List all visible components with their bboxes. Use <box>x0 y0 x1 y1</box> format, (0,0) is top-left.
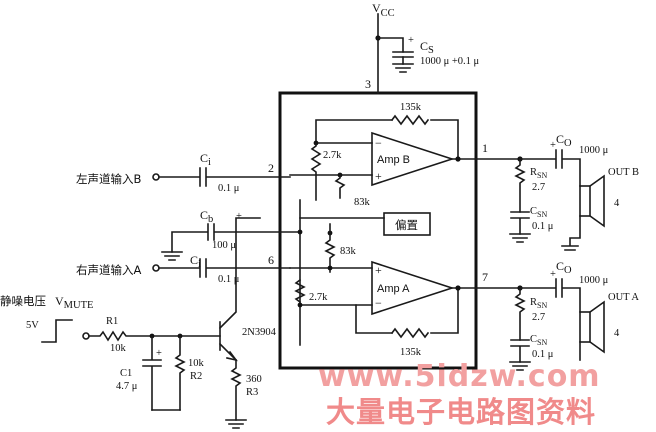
svg-text:83k: 83k <box>340 246 357 257</box>
svg-text:C1: C1 <box>120 368 132 379</box>
svg-text:1000 μ +0.1 μ: 1000 μ +0.1 μ <box>420 56 480 67</box>
cs-label: CS 1000 μ +0.1 μ <box>420 39 480 67</box>
amp-a: Amp A + − 83k 2.7k 135k <box>289 223 521 358</box>
svg-text:+: + <box>156 348 162 359</box>
left-input-label: 左声道输入B <box>76 172 141 186</box>
svg-text:R2: R2 <box>190 371 202 382</box>
svg-text:10k: 10k <box>110 343 127 354</box>
amp-b: Amp B − + 135k 2.7k 83k <box>289 102 521 208</box>
svg-text:+: + <box>375 169 382 183</box>
mute-circuit: 静噪电压 VMUTE 5V R1 10k + C1 4.7 μ 10k R2 2… <box>0 217 277 429</box>
svg-text:CSN: CSN <box>530 206 547 219</box>
output-b: 1 + CO 1000 μ RSN 2.7 CSN 0.1 μ OUT B 4 <box>482 132 639 251</box>
svg-text:100 μ: 100 μ <box>212 240 236 251</box>
pin-1-label: 1 <box>482 141 488 155</box>
svg-text:135k: 135k <box>400 347 422 358</box>
input-right-channel: 右声道输入A Ci 0.1 μ 6 <box>76 253 291 285</box>
svg-text:+: + <box>236 211 242 222</box>
svg-text:1000 μ: 1000 μ <box>579 275 609 286</box>
svg-text:VMUTE: VMUTE <box>55 294 93 311</box>
svg-text:CSN: CSN <box>530 334 547 347</box>
svg-text:0.1 μ: 0.1 μ <box>218 274 240 285</box>
svg-text:4: 4 <box>614 198 620 209</box>
svg-text:1000 μ: 1000 μ <box>579 145 609 156</box>
vcc-supply: VCC + 3 <box>365 1 414 94</box>
svg-text:2.7: 2.7 <box>532 312 545 323</box>
svg-text:Ci: Ci <box>190 253 201 270</box>
svg-text:135k: 135k <box>400 102 422 113</box>
svg-text:−: − <box>375 296 382 310</box>
svg-text:CO: CO <box>556 259 572 276</box>
svg-text:0.1 μ: 0.1 μ <box>532 221 554 232</box>
svg-text:2N3904: 2N3904 <box>242 327 277 338</box>
pin-2-label: 2 <box>268 161 274 175</box>
svg-text:4: 4 <box>614 328 620 339</box>
output-a: 7 + CO 1000 μ RSN 2.7 CSN 0.1 μ OUT A 4 <box>482 259 639 371</box>
svg-text:VCC: VCC <box>372 1 395 19</box>
svg-text:10k: 10k <box>188 358 205 369</box>
svg-text:+: + <box>375 263 382 277</box>
svg-text:OUT B: OUT B <box>608 167 639 178</box>
svg-text:CS: CS <box>420 39 434 56</box>
svg-text:RSN: RSN <box>530 167 547 180</box>
svg-text:CO: CO <box>556 132 572 149</box>
svg-text:RSN: RSN <box>530 297 547 310</box>
svg-text:83k: 83k <box>354 197 371 208</box>
right-input-label: 右声道输入A <box>76 263 141 277</box>
pin-7-label: 7 <box>482 270 488 284</box>
svg-text:0.1 μ: 0.1 μ <box>532 349 554 360</box>
svg-text:偏置: 偏置 <box>395 218 418 232</box>
pin-3-label: 3 <box>365 77 371 91</box>
svg-text:+: + <box>550 269 556 280</box>
svg-text:静噪电压: 静噪电压 <box>0 294 46 308</box>
svg-text:R3: R3 <box>246 387 258 398</box>
watermark-title: 大量电子电路图资料 <box>326 395 596 429</box>
svg-text:+: + <box>550 140 556 151</box>
pin-6-label: 6 <box>268 253 274 267</box>
watermark-site: www.5idzw.com <box>318 359 601 394</box>
svg-text:OUT A: OUT A <box>608 292 639 303</box>
svg-text:Amp B: Amp B <box>377 154 410 166</box>
svg-text:360: 360 <box>246 374 262 385</box>
input-left-channel: 左声道输入B Ci 0.1 μ 2 <box>76 151 291 194</box>
svg-text:2.7k: 2.7k <box>323 150 342 161</box>
svg-text:5V: 5V <box>26 320 39 331</box>
bias-block: 偏置 <box>299 199 431 346</box>
svg-text:2.7: 2.7 <box>532 182 545 193</box>
svg-text:Cb: Cb <box>200 208 213 225</box>
svg-text:4.7 μ: 4.7 μ <box>116 381 138 392</box>
svg-text:Amp A: Amp A <box>377 283 410 295</box>
svg-text:2.7k: 2.7k <box>309 292 328 303</box>
svg-text:Ci: Ci <box>200 151 211 168</box>
svg-text:0.1 μ: 0.1 μ <box>218 183 240 194</box>
svg-text:R1: R1 <box>106 316 118 327</box>
svg-text:+: + <box>408 35 414 46</box>
svg-text:−: − <box>375 136 382 150</box>
cb-bypass: Cb + 100 μ <box>161 208 303 261</box>
